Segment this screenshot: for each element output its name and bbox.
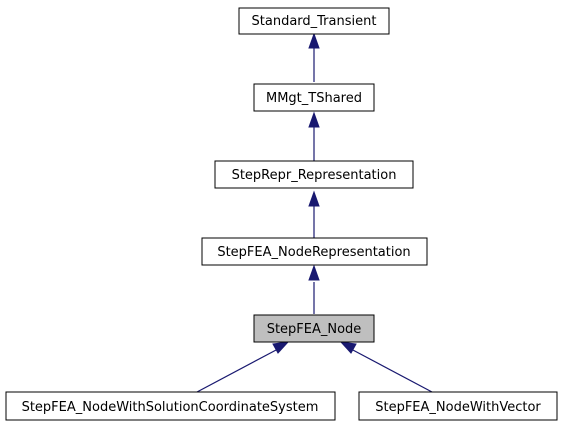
- node-label: StepFEA_NodeRepresentation: [217, 245, 410, 260]
- edge-mmgt-to-standard-transient: [308, 32, 320, 82]
- edge-withvector-to-node: [339, 341, 433, 393]
- node-steprepr-representation[interactable]: StepRepr_Representation: [214, 160, 414, 189]
- edge-noderepresentation-to-steprepr: [308, 190, 320, 240]
- node-standard-transient[interactable]: Standard_Transient: [238, 7, 390, 35]
- node-label: StepFEA_NodeWithVector: [375, 400, 541, 415]
- node-stepfea-noderepresentation[interactable]: StepFEA_NodeRepresentation: [201, 237, 428, 266]
- node-stepfea-nodewithvector[interactable]: StepFEA_NodeWithVector: [358, 391, 558, 421]
- node-label: MMgt_TShared: [266, 91, 362, 106]
- node-stepfea-node[interactable]: StepFEA_Node: [253, 314, 375, 343]
- node-stepfea-nodewithsolutioncoordinatesystem[interactable]: StepFEA_NodeWithSolutionCoordinateSystem: [5, 391, 336, 421]
- node-label: StepFEA_Node: [267, 322, 362, 337]
- edge-steprepr-to-mmgt: [308, 111, 320, 161]
- node-label: StepFEA_NodeWithSolutionCoordinateSystem: [22, 400, 319, 415]
- edge-solutioncoord-to-node: [196, 341, 290, 393]
- node-label: Standard_Transient: [252, 14, 377, 29]
- node-mmgt-tshared[interactable]: MMgt_TShared: [253, 83, 375, 112]
- node-label: StepRepr_Representation: [232, 168, 397, 183]
- edge-node-to-noderepresentation: [308, 264, 320, 314]
